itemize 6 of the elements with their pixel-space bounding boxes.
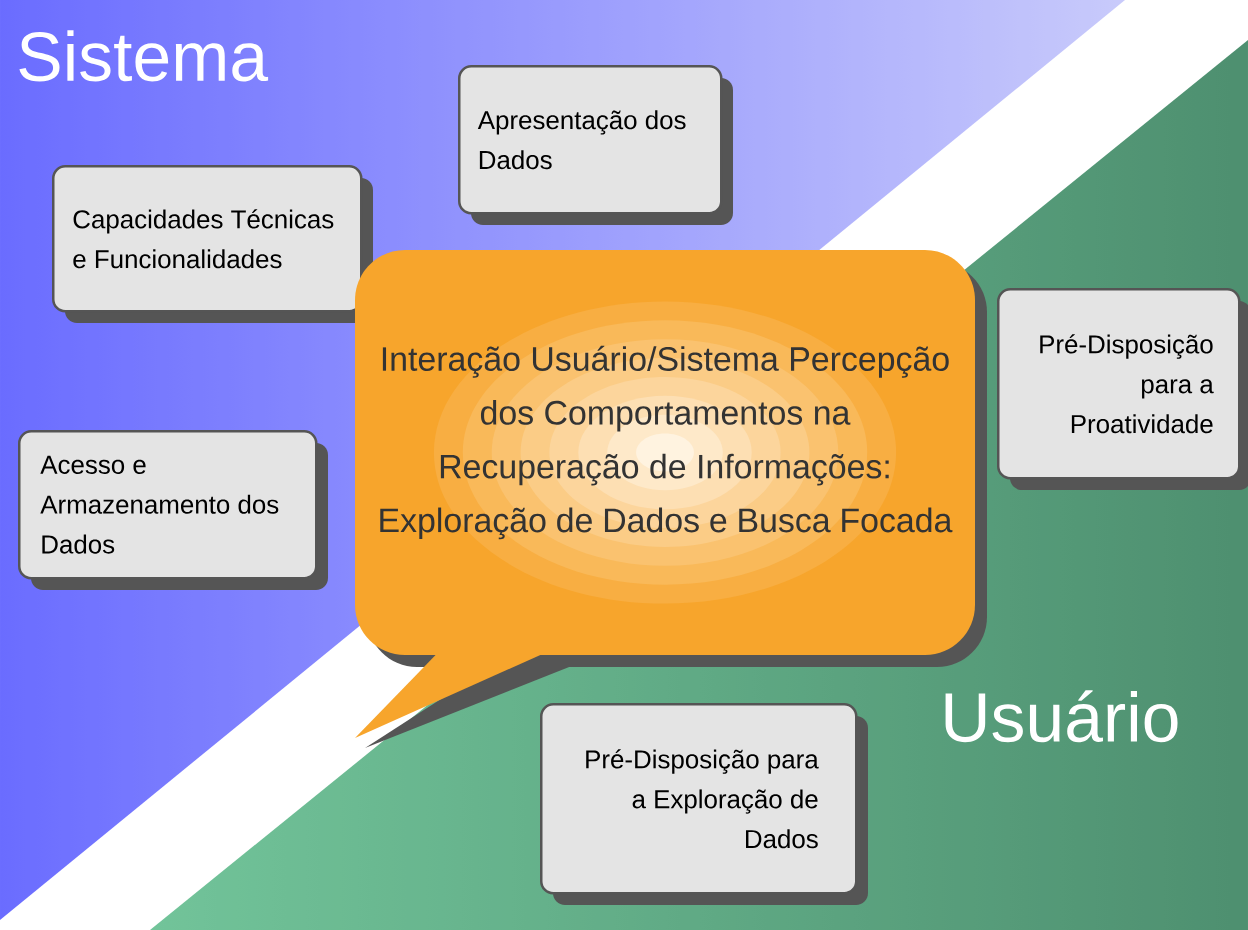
- text-box: Apresentação dos Dados: [458, 65, 733, 225]
- text-box: Capacidades Técnicas e Funcionalidades: [52, 165, 373, 323]
- text-box: Acesso e Armazenamento dos Dados: [18, 430, 328, 590]
- text-box: Pré-Disposição para a Exploração de Dados: [540, 703, 868, 905]
- text-box: Pré-Disposição para a Proatividade: [997, 288, 1248, 490]
- region-title: Sistema: [19, 30, 269, 82]
